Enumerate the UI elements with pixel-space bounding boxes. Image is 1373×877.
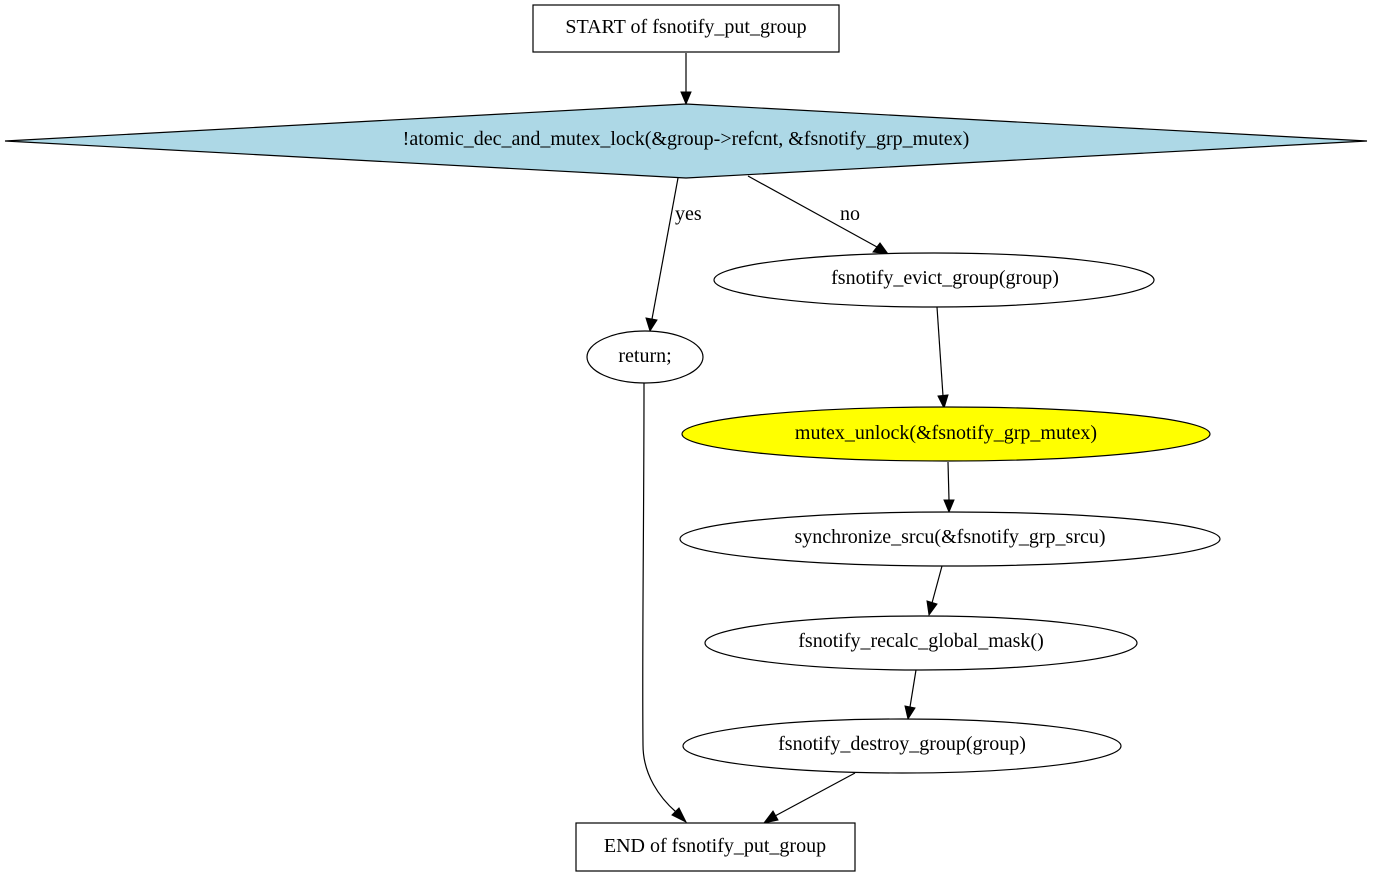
arrowhead-return: [645, 317, 658, 333]
arrowhead-end-from-destroy: [762, 810, 779, 824]
recalc-ellipse: [704, 615, 1138, 671]
destroy-label: fsnotify_destroy_group(group): [778, 733, 1026, 755]
edge-recalc-to-destroy: [909, 669, 917, 708]
arrowhead-recalc: [926, 600, 938, 617]
end-label: END of fsnotify_put_group: [604, 835, 826, 857]
arrowhead-evict: [872, 242, 890, 255]
edge-condition-to-evict: [747, 175, 878, 248]
start-label: START of fsnotify_put_group: [565, 16, 806, 38]
node-end: END of fsnotify_put_group: [575, 822, 856, 872]
node-start: START of fsnotify_put_group: [532, 4, 840, 53]
mutex-unlock-ellipse: [681, 406, 1211, 462]
start-box: [532, 4, 840, 53]
condition-label: !atomic_dec_and_mutex_lock(&group->refcn…: [403, 128, 970, 150]
return-label: return;: [618, 345, 671, 367]
evict-label: fsnotify_evict_group(group): [831, 267, 1059, 289]
node-destroy: fsnotify_destroy_group(group): [682, 718, 1122, 774]
arrowhead-condition: [680, 91, 692, 106]
arrowhead-end-from-return: [671, 807, 688, 824]
recalc-label: fsnotify_recalc_global_mask(): [798, 630, 1043, 652]
mutex-unlock-label: mutex_unlock(&fsnotify_grp_mutex): [795, 422, 1097, 444]
condition-diamond: [4, 103, 1368, 179]
edge-return-to-end: [642, 382, 677, 813]
arrowhead-mutex-unlock: [937, 394, 949, 410]
edge-mutex-unlock-to-synchronize: [947, 461, 950, 501]
synchronize-ellipse: [679, 511, 1221, 567]
edge-evict-to-mutex-unlock: [936, 306, 944, 397]
return-ellipse: [586, 330, 704, 384]
edges: yes no: [642, 53, 955, 824]
node-return: return;: [586, 330, 704, 384]
node-synchronize: synchronize_srcu(&fsnotify_grp_srcu): [679, 511, 1221, 567]
node-condition: !atomic_dec_and_mutex_lock(&group->refcn…: [4, 103, 1368, 179]
destroy-ellipse: [682, 718, 1122, 774]
edge-destroy-to-end: [774, 772, 856, 817]
edge-synchronize-to-recalc: [931, 565, 943, 604]
evict-ellipse: [713, 252, 1155, 308]
node-evict: fsnotify_evict_group(group): [713, 252, 1155, 308]
end-box: [575, 822, 856, 872]
arrowhead-synchronize: [943, 499, 955, 514]
node-mutex-unlock: mutex_unlock(&fsnotify_grp_mutex): [681, 406, 1211, 462]
edge-label-no: no: [840, 203, 860, 225]
edge-label-yes: yes: [675, 203, 702, 225]
edge-condition-to-return: [651, 177, 679, 320]
arrowhead-destroy: [904, 705, 916, 721]
node-recalc: fsnotify_recalc_global_mask(): [704, 615, 1138, 671]
synchronize-label: synchronize_srcu(&fsnotify_grp_srcu): [794, 526, 1105, 548]
